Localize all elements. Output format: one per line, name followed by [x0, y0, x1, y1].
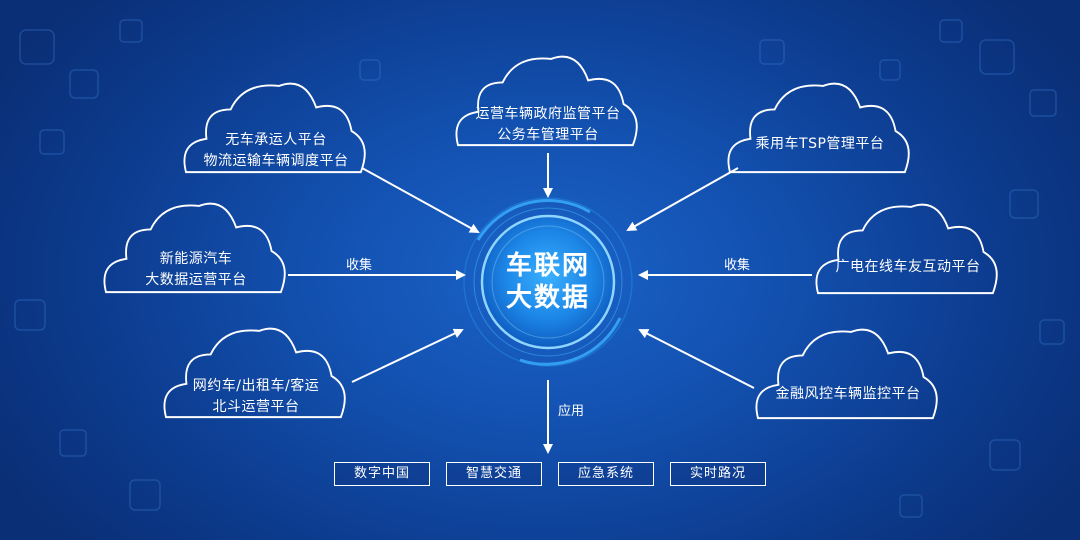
- arrow-top-left: [361, 167, 480, 233]
- cloud-bottom-left-text: 网约车/出租车/客运 北斗运营平台: [166, 376, 346, 418]
- central-hub: [463, 197, 633, 367]
- cloud-mid-right: [815, 203, 998, 295]
- cloud-mid-left-line2: 大数据运营平台: [145, 272, 247, 288]
- app-box-digital-china: 数字中国: [334, 462, 430, 486]
- cloud-top-text: 运营车辆政府监管平台 公务车管理平台: [458, 104, 638, 146]
- app-box-smart-traffic: 智慧交通: [446, 462, 542, 486]
- cloud-bottom-left-line2: 北斗运营平台: [212, 399, 300, 415]
- connector-arrows: [288, 153, 812, 454]
- cloud-top-left-line2: 物流运输车辆调度平台: [203, 153, 349, 169]
- arrow-bottom-left: [351, 328, 464, 383]
- arrow-top-right: [626, 167, 739, 231]
- cloud-top-right-text: 乘用车TSP管理平台: [730, 134, 910, 155]
- apply-label: 应用: [558, 404, 585, 419]
- background-decoration: [14, 19, 1065, 518]
- cloud-mid-right-line1: 广电在线车友互动平台: [835, 259, 981, 275]
- collect-label-left: 收集: [346, 258, 373, 273]
- arrow-bottom-right: [638, 329, 755, 389]
- cloud-bottom-right-text: 金融风控车辆监控平台: [758, 384, 938, 405]
- cloud-mid-left-text: 新能源汽车 大数据运营平台: [106, 249, 286, 291]
- cloud-top-left-line1: 无车承运人平台: [225, 132, 327, 148]
- center-title: 车联网 大数据: [488, 250, 608, 314]
- app-box-emergency-system: 应急系统: [558, 462, 654, 486]
- cloud-top-line2: 公务车管理平台: [497, 127, 599, 143]
- cloud-mid-right-text: 广电在线车友互动平台: [818, 257, 998, 278]
- cloud-top-left-text: 无车承运人平台 物流运输车辆调度平台: [186, 130, 366, 172]
- cloud-top-right-line1: 乘用车TSP管理平台: [755, 136, 885, 152]
- cloud-mid-left-line1: 新能源汽车: [159, 251, 233, 267]
- cloud-top-right: [727, 82, 910, 174]
- app-box-realtime-traffic: 实时路况: [670, 462, 766, 486]
- center-title-line2: 大数据: [505, 283, 590, 313]
- cloud-bottom-left-line1: 网约车/出租车/客运: [192, 378, 320, 394]
- collect-label-right: 收集: [724, 258, 751, 273]
- center-title-line1: 车联网: [505, 251, 590, 281]
- cloud-top-line1: 运营车辆政府监管平台: [475, 106, 621, 122]
- cloud-bottom-right-line1: 金融风控车辆监控平台: [775, 386, 921, 402]
